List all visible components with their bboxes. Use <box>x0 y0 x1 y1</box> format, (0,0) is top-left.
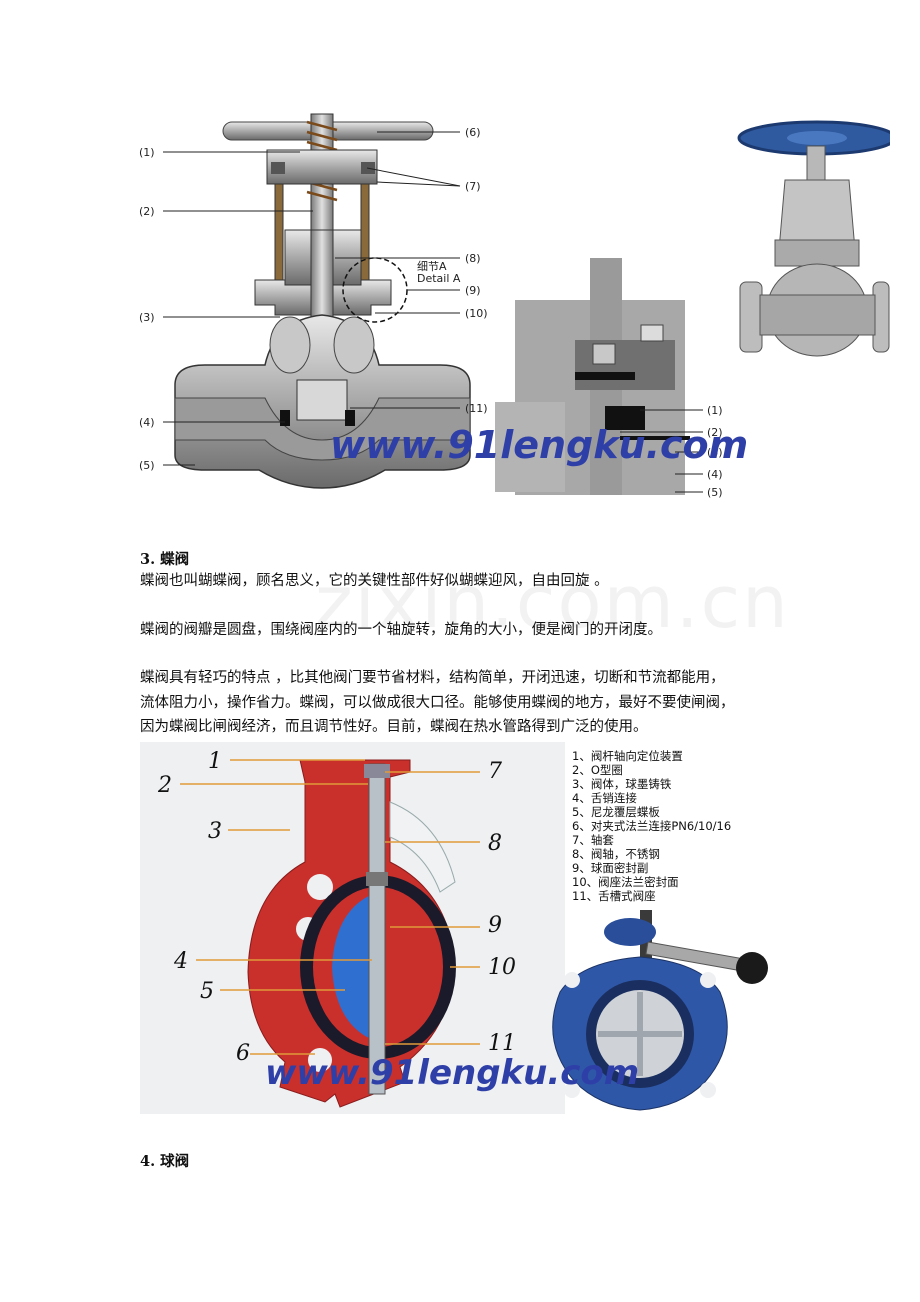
detail-label-cn: 细节A <box>417 260 447 273</box>
globe-valve-figure: 细节A Detail A (1) (2) (3) (4) (5) (6) (7)… <box>139 113 890 499</box>
callout-10: (10) <box>465 307 488 320</box>
section-3-paragraph-3-line-1: 蝶阀具有轻巧的特点 ，比其他阀门要节省材料，结构简单，开闭迅速，切断和节流都能用… <box>140 670 725 686</box>
section-3-paragraph-3-line-2: 流体阻力小，操作省力。蝶阀，可以做成很大口径。能够使用蝶阀的地方，最好不要使闸阀… <box>140 695 735 711</box>
butterfly-valve-photo <box>552 910 768 1111</box>
callout-7: (7) <box>465 180 481 193</box>
bf-number-3: 3 <box>208 819 222 844</box>
watermark-1: www.91lengku.com <box>330 423 748 467</box>
detail-callout-4: (4) <box>707 468 723 481</box>
bf-number-1: 1 <box>208 749 222 774</box>
globe-valve-photo <box>737 120 890 357</box>
legend-item-2: 2、O型圈 <box>572 763 623 777</box>
callout-11: (11) <box>465 402 488 415</box>
bf-number-8: 8 <box>488 831 502 856</box>
callout-1: (1) <box>139 146 155 159</box>
legend-item-6: 6、对夹式法兰连接PN6/10/16 <box>572 819 731 833</box>
legend-item-11: 11、舌槽式阀座 <box>572 889 656 903</box>
bf-number-11: 11 <box>488 1031 516 1056</box>
legend-item-10: 10、阀座法兰密封面 <box>572 875 679 889</box>
detail-callout-1: (1) <box>707 404 723 417</box>
legend-item-3: 3、阀体，球墨铸铁 <box>572 777 672 791</box>
section-4-heading: 4. 球阀 <box>140 1153 190 1170</box>
legend-item-4: 4、舌销连接 <box>572 791 637 805</box>
bf-number-7: 7 <box>488 759 502 784</box>
parts-legend: 1、阀杆轴向定位装置 2、O型圈 3、阀体，球墨铸铁 4、舌销连接 5、尼龙覆层… <box>572 749 731 903</box>
section-3-paragraph-2: 蝶阀的阀瓣是圆盘，围绕阀座内的一个轴旋转，旋角的大小，便是阀门的开闭度。 <box>140 622 662 638</box>
detail-label-en: Detail A <box>417 272 461 285</box>
bf-number-5: 5 <box>200 979 214 1004</box>
callout-3: (3) <box>139 311 155 324</box>
legend-item-1: 1、阀杆轴向定位装置 <box>572 749 683 763</box>
legend-item-7: 7、轴套 <box>572 833 614 847</box>
bf-number-10: 10 <box>488 955 516 980</box>
section-3-paragraph-1: 蝶阀也叫蝴蝶阀，顾名思义，它的关键性部件好似蝴蝶迎风，自由回旋 。 <box>140 573 609 589</box>
legend-item-9: 9、球面密封副 <box>572 861 648 875</box>
bf-number-2: 2 <box>157 773 172 798</box>
legend-item-5: 5、尼龙覆层蝶板 <box>572 805 660 819</box>
bf-number-6: 6 <box>236 1041 250 1066</box>
callout-9: (9) <box>465 284 481 297</box>
detail-callout-2: (2) <box>707 426 723 439</box>
section-3-heading: 3. 蝶阀 <box>140 551 190 568</box>
page-watermark: zixin.com.cn <box>315 560 790 644</box>
detail-callout-3: (3) <box>707 446 723 459</box>
callout-2: (2) <box>139 205 155 218</box>
callout-8: (8) <box>465 252 481 265</box>
butterfly-valve-figure: 1 2 3 4 5 6 7 8 9 10 11 1、阀杆轴向定位装置 2、O型圈… <box>140 742 768 1114</box>
callout-5: (5) <box>139 459 155 472</box>
watermark-2: www.91lengku.com <box>265 1053 639 1093</box>
bf-number-4: 4 <box>173 949 188 974</box>
section-3-paragraph-3-line-3: 因为蝶阀比闸阀经济，而且调节性好。目前，蝶阀在热水管路得到广泛的使用。 <box>140 719 648 735</box>
legend-item-8: 8、阀轴，不锈钢 <box>572 847 660 861</box>
callout-4: (4) <box>139 416 155 429</box>
bf-number-9: 9 <box>488 913 502 938</box>
detail-callout-5: (5) <box>707 486 723 499</box>
callout-6: (6) <box>465 126 481 139</box>
